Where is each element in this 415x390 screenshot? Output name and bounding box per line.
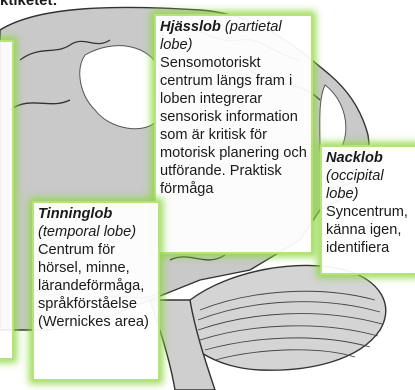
occipital-lobe-latin: (occipital lobe) <box>326 168 384 202</box>
occipital-lobe-description: Syncentrum, känna igen, identifiera <box>326 203 412 257</box>
page-title-fragment: ktiketet: <box>0 0 58 9</box>
temporal-lobe-description: Centrum för hörsel, minne, lärandeförmåg… <box>38 242 144 312</box>
occipital-lobe-label: Nacklob (occipital lobe) Syncentrum, kän… <box>320 145 415 275</box>
temporal-lobe-name: Tinninglob <box>38 206 112 222</box>
temporal-lobe-label: Tinninglob (temporal lobe) Centrum för h… <box>32 201 160 381</box>
occipital-lobe-name: Nacklob <box>326 150 383 166</box>
temporal-lobe-note: (Wernickes area) <box>38 314 149 330</box>
frontal-label-box-edge <box>0 40 14 360</box>
parietal-lobe-label: Hjässlob (partietal lobe) Sensomotoriskt… <box>154 14 313 254</box>
parietal-lobe-description: Sensomotoriskt centrum längs fram i lobe… <box>160 54 307 198</box>
temporal-lobe-latin: (temporal lobe) <box>38 224 136 240</box>
parietal-lobe-name: Hjässlob <box>160 19 221 35</box>
